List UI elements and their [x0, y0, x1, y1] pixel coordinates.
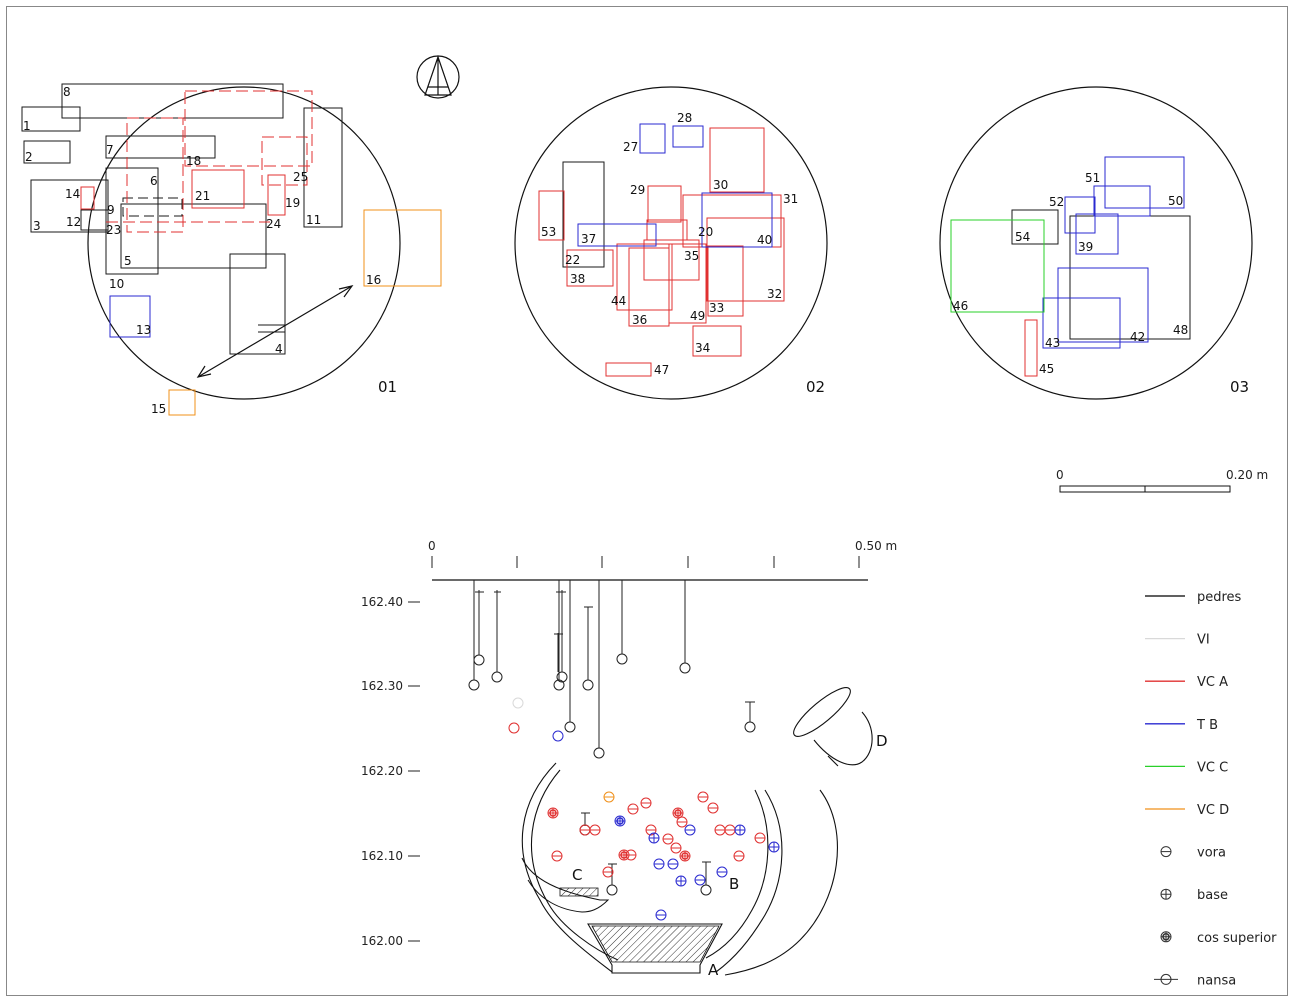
- depth-tick-label: 162.20: [361, 764, 403, 778]
- legend-item-vora: vora: [1160, 846, 1226, 861]
- plan-number-label: 34: [695, 341, 710, 355]
- plan-number-label: 36: [632, 313, 647, 327]
- legend-label: VC C: [1197, 760, 1228, 775]
- legend-item-pedres: pedres: [1145, 590, 1242, 605]
- plan-number-label: 1: [23, 119, 31, 133]
- plan-number-label: 42: [1130, 330, 1145, 344]
- plan-number-label: 12: [66, 215, 81, 229]
- plan-number-label: 5: [124, 254, 132, 268]
- plan-number-label: 48: [1173, 323, 1188, 337]
- vessel-label-d: D: [876, 732, 888, 750]
- legend-item-vcc: VC C: [1145, 760, 1228, 775]
- plan-02: 20 22 27 28 29 30 31 32 33 34 35 36 37 38 40 44 47 49 53 0…: [514, 86, 828, 400]
- plan-number-label: 50: [1168, 194, 1183, 208]
- plan-number-label: 11: [306, 213, 321, 227]
- scale-section-start: 0: [428, 539, 436, 553]
- plan-number-label: 10: [109, 277, 124, 291]
- plan-number-label: 9: [107, 203, 115, 217]
- nansa-symbol-icon: [1154, 973, 1178, 985]
- plan-number-label: 38: [570, 272, 585, 286]
- plan-number-label: 39: [1078, 240, 1093, 254]
- plan-number-label: 53: [541, 225, 556, 239]
- legend-label: T B: [1196, 718, 1218, 733]
- legend-item-vi: VI: [1145, 633, 1210, 648]
- plan-number-label: 18: [186, 154, 201, 168]
- plan-number-label: 43: [1045, 336, 1060, 350]
- plan-number-label: 20: [698, 225, 713, 239]
- plan-number-label: 22: [565, 253, 580, 267]
- scale-top-end: 0.20 m: [1226, 468, 1268, 482]
- plan-number-label: 8: [63, 85, 71, 99]
- plan-number-label: 33: [709, 301, 724, 315]
- plan-number-label: 16: [366, 273, 381, 287]
- vessel-label-b: B: [729, 875, 739, 893]
- legend-item-vcd: VC D: [1145, 803, 1229, 818]
- legend-label: vora: [1197, 846, 1226, 861]
- plan-number-label: 13: [136, 323, 151, 337]
- plan-number-label: 15: [151, 402, 166, 416]
- plan-number-label: 3: [33, 219, 41, 233]
- plan-number-label: 14: [65, 187, 80, 201]
- plan-number-label: 24: [266, 217, 281, 231]
- plan-number-label: 54: [1015, 230, 1030, 244]
- plan-number-label: 23: [106, 223, 121, 237]
- plan-number-label: 2: [25, 150, 33, 164]
- legend-item-tb: T B: [1145, 718, 1218, 733]
- plan-number-label: 35: [684, 249, 699, 263]
- plan-number-label: 47: [654, 363, 669, 377]
- plan-label-02: 02: [806, 378, 825, 396]
- legend-label: nansa: [1197, 973, 1236, 988]
- plan-number-label: 4: [275, 342, 283, 356]
- plan-number-label: 49: [690, 309, 705, 323]
- plan-number-label: 52: [1049, 195, 1064, 209]
- legend-label: VC A: [1197, 675, 1228, 690]
- plan-number-label: 19: [285, 196, 300, 210]
- scale-bar-top: 0 0.20 m: [1056, 468, 1268, 493]
- plan-number-label: 40: [757, 233, 772, 247]
- legend-label: VI: [1197, 633, 1210, 648]
- plan-number-label: 44: [611, 294, 626, 308]
- legend-label: pedres: [1197, 590, 1242, 605]
- plan-number-label: 25: [293, 170, 308, 184]
- plan-03: 39 42 43 45 46 48 50 51 52 54 03: [939, 86, 1253, 400]
- plan-label-01: 01: [378, 378, 397, 396]
- legend-item-base: base: [1160, 888, 1228, 903]
- plan-number-label: 29: [630, 183, 645, 197]
- scale-section-end: 0.50 m: [855, 539, 897, 553]
- legend-item-vca: VC A: [1145, 675, 1228, 690]
- cos-symbol-icon: [1160, 931, 1172, 943]
- plan-number-label: 46: [953, 299, 968, 313]
- plan-number-label: 31: [783, 192, 798, 206]
- section-drawing: 0 0.50 m 162.40 162.30 162.20 162.10 162.00: [361, 539, 897, 979]
- depth-tick-label: 162.40: [361, 595, 403, 609]
- plan-number-label: 32: [767, 287, 782, 301]
- plan-number-label: 45: [1039, 362, 1054, 376]
- vessel-label-c: C: [572, 866, 582, 884]
- plan-number-label: 6: [150, 174, 158, 188]
- depth-tick-label: 162.00: [361, 934, 403, 948]
- plan-number-label: 30: [713, 178, 728, 192]
- plan-number-label: 37: [581, 232, 596, 246]
- legend-label: base: [1197, 888, 1228, 903]
- base-symbol-icon: [1160, 888, 1172, 900]
- depth-tick-label: 162.10: [361, 849, 403, 863]
- vora-symbol-icon: [1160, 846, 1172, 858]
- plan-number-label: 7: [106, 143, 114, 157]
- north-arrow-icon: [416, 55, 460, 99]
- legend-label: cos superior: [1197, 931, 1277, 946]
- plan-number-label: 28: [677, 111, 692, 125]
- plan-label-03: 03: [1230, 378, 1249, 396]
- legend-label: VC D: [1197, 803, 1229, 818]
- plan-number-label: 51: [1085, 171, 1100, 185]
- legend-item-nansa: nansa: [1154, 973, 1236, 988]
- vessel-label-a: A: [708, 961, 719, 979]
- legend-item-cos: cos superior: [1160, 931, 1277, 946]
- plan-number-label: 27: [623, 140, 638, 154]
- plan-number-label: 21: [195, 189, 210, 203]
- scale-top-start: 0: [1056, 468, 1064, 482]
- depth-tick-label: 162.30: [361, 679, 403, 693]
